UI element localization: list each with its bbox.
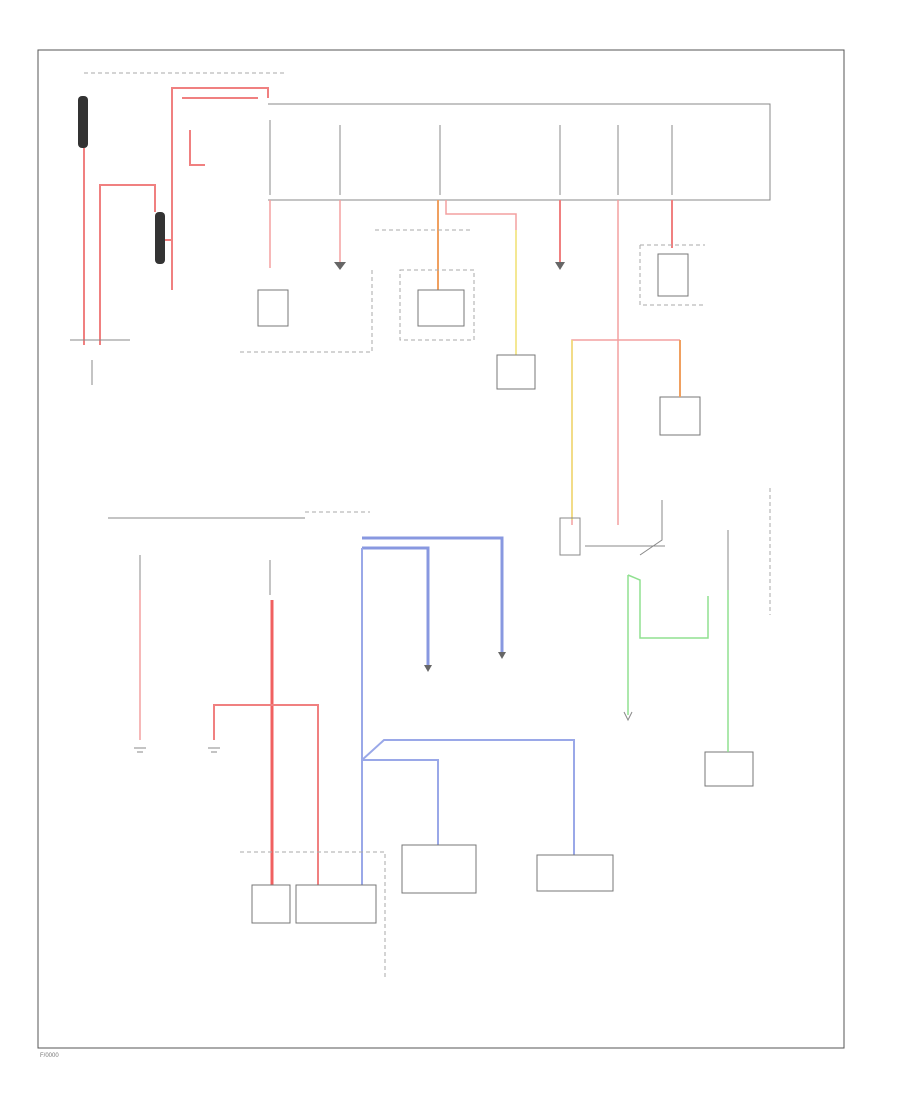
wire-blue-thick-2 — [362, 536, 504, 652]
wire-red-feed-left — [83, 148, 156, 345]
top-fuses — [269, 120, 673, 195]
component-box-green — [704, 751, 754, 787]
wire-blue-branch — [361, 739, 575, 855]
component-box-fuel-pump — [295, 884, 377, 924]
green-arrow — [623, 711, 633, 722]
corner-mark: F/0000 — [40, 1053, 59, 1059]
wire-pink-fuse3b — [445, 200, 517, 230]
fusible-link-2 — [155, 212, 165, 264]
wire-blue-thick-1 — [362, 546, 430, 665]
component-box-rel — [659, 396, 701, 436]
generator-leads — [70, 339, 130, 385]
component-box-lower-1 — [401, 844, 477, 894]
wire-blue-branch-2 — [362, 759, 439, 845]
component-box-clock — [496, 354, 536, 390]
ground-symbol-1 — [134, 747, 146, 753]
connector-marks — [334, 262, 565, 672]
enclosure-dashed-2 — [399, 269, 475, 341]
component-box-lower-2 — [536, 854, 614, 892]
pdc-top-box — [268, 103, 771, 201]
wire-red-relay — [182, 97, 258, 166]
component-box-ecm — [251, 884, 291, 924]
enclosure-dashed-3 — [639, 244, 705, 306]
component-box-instr — [657, 253, 689, 297]
relay-mid-right — [559, 500, 665, 556]
fusible-link-1 — [78, 96, 88, 148]
wire-green-loop — [627, 574, 709, 639]
component-box-1 — [257, 289, 289, 327]
wire-red-feed-main — [171, 87, 269, 290]
component-box-tcm — [417, 289, 465, 327]
wire-red-branch — [213, 704, 319, 885]
ground-symbol-2 — [208, 747, 220, 753]
enclosure-dashed-1 — [240, 270, 373, 353]
diagram-frame — [37, 49, 845, 1049]
